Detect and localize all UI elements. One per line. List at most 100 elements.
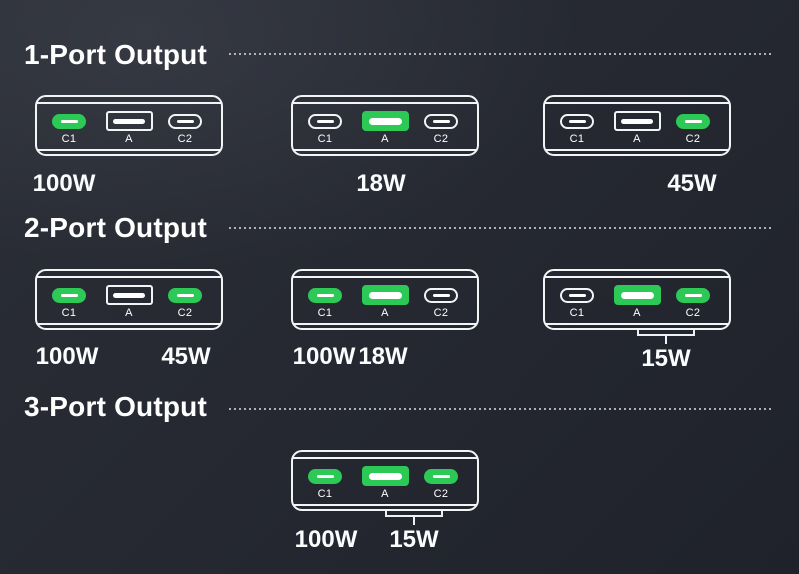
- device-top-edge-line: [545, 276, 729, 278]
- section-title-2-port: 2-Port Output: [24, 212, 208, 243]
- port-label: A: [381, 488, 389, 500]
- port-c2: C2: [155, 285, 215, 319]
- port-label: A: [125, 307, 133, 319]
- watt-label: 15W: [641, 345, 691, 372]
- usb-a-port-icon: [613, 111, 661, 131]
- watt-label: 100W: [35, 343, 99, 370]
- port-label: A: [381, 133, 389, 145]
- power-bank-device: C1 A C2: [543, 95, 731, 156]
- usb-c-port-icon: [52, 287, 86, 303]
- device-bottom-edge-line: [293, 149, 477, 151]
- watt-label: 18W: [358, 343, 408, 370]
- port-c2: C2: [411, 111, 471, 145]
- port-label: C1: [61, 133, 77, 145]
- port-c1: C1: [547, 285, 607, 319]
- usb-c-port-icon: [424, 468, 458, 484]
- port-c2: C2: [411, 285, 471, 319]
- port-label: A: [125, 133, 133, 145]
- usb-c-port-icon: [560, 113, 594, 129]
- port-label: C2: [177, 307, 193, 319]
- port-label: C1: [569, 307, 585, 319]
- port-label: C2: [433, 488, 449, 500]
- combined-output-bracket: [385, 511, 443, 526]
- device-top-edge-line: [37, 276, 221, 278]
- power-bank-device: C1 A C2: [291, 95, 479, 156]
- usb-c-port-icon: [308, 113, 342, 129]
- port-label: A: [633, 307, 641, 319]
- usb-c-port-icon: [424, 113, 458, 129]
- port-c1: C1: [295, 111, 355, 145]
- watt-label: 100W: [292, 343, 356, 370]
- power-bank-device: C1 A C2: [543, 269, 731, 330]
- usb-c-port-icon: [308, 287, 342, 303]
- dotted-divider: [229, 408, 771, 410]
- device-bottom-edge-line: [293, 323, 477, 325]
- device-top-edge-line: [293, 276, 477, 278]
- port-label: C1: [317, 133, 333, 145]
- port-label: C1: [317, 488, 333, 500]
- port-label: C1: [317, 307, 333, 319]
- watt-label: 18W: [356, 170, 406, 197]
- device-bottom-edge-line: [293, 504, 477, 506]
- port-c1: C1: [39, 285, 99, 319]
- port-a: A: [99, 285, 159, 319]
- section-title-3-port: 3-Port Output: [24, 391, 208, 422]
- port-label: C1: [569, 133, 585, 145]
- port-c1: C1: [295, 466, 355, 500]
- device-bottom-edge-line: [37, 149, 221, 151]
- dotted-divider: [229, 53, 771, 55]
- usb-a-port-icon: [361, 466, 409, 486]
- port-c2: C2: [155, 111, 215, 145]
- port-c2: C2: [663, 285, 723, 319]
- usb-a-port-icon: [105, 285, 153, 305]
- usb-c-port-icon: [308, 468, 342, 484]
- port-label: C2: [433, 133, 449, 145]
- port-label: A: [381, 307, 389, 319]
- watt-label: 15W: [389, 526, 439, 553]
- watt-label: 100W: [294, 526, 358, 553]
- watt-label: 100W: [32, 170, 96, 197]
- port-c1: C1: [39, 111, 99, 145]
- usb-c-port-icon: [676, 287, 710, 303]
- power-bank-device: C1 A C2: [35, 95, 223, 156]
- port-a: A: [355, 466, 415, 500]
- usb-a-port-icon: [361, 111, 409, 131]
- watt-label: 45W: [161, 343, 211, 370]
- port-a: A: [607, 111, 667, 145]
- usb-c-port-icon: [676, 113, 710, 129]
- port-label: A: [633, 133, 641, 145]
- usb-a-port-icon: [361, 285, 409, 305]
- port-c2: C2: [411, 466, 471, 500]
- usb-a-port-icon: [105, 111, 153, 131]
- port-c2: C2: [663, 111, 723, 145]
- device-top-edge-line: [37, 102, 221, 104]
- usb-c-port-icon: [424, 287, 458, 303]
- dotted-divider: [229, 227, 771, 229]
- port-c1: C1: [295, 285, 355, 319]
- device-top-edge-line: [293, 457, 477, 459]
- device-bottom-edge-line: [37, 323, 221, 325]
- port-a: A: [99, 111, 159, 145]
- section-title-1-port: 1-Port Output: [24, 39, 208, 70]
- port-label: C1: [61, 307, 77, 319]
- usb-a-port-icon: [613, 285, 661, 305]
- usb-c-port-icon: [560, 287, 594, 303]
- port-label: C2: [685, 133, 701, 145]
- watt-label: 45W: [667, 170, 717, 197]
- device-bottom-edge-line: [545, 323, 729, 325]
- port-label: C2: [685, 307, 701, 319]
- usb-c-port-icon: [168, 113, 202, 129]
- device-top-edge-line: [293, 102, 477, 104]
- usb-c-port-icon: [168, 287, 202, 303]
- device-bottom-edge-line: [545, 149, 729, 151]
- port-a: A: [355, 111, 415, 145]
- power-bank-device: C1 A C2: [291, 269, 479, 330]
- combined-output-bracket: [637, 330, 695, 345]
- device-top-edge-line: [545, 102, 729, 104]
- port-label: C2: [433, 307, 449, 319]
- port-a: A: [607, 285, 667, 319]
- port-c1: C1: [547, 111, 607, 145]
- usb-c-port-icon: [52, 113, 86, 129]
- port-label: C2: [177, 133, 193, 145]
